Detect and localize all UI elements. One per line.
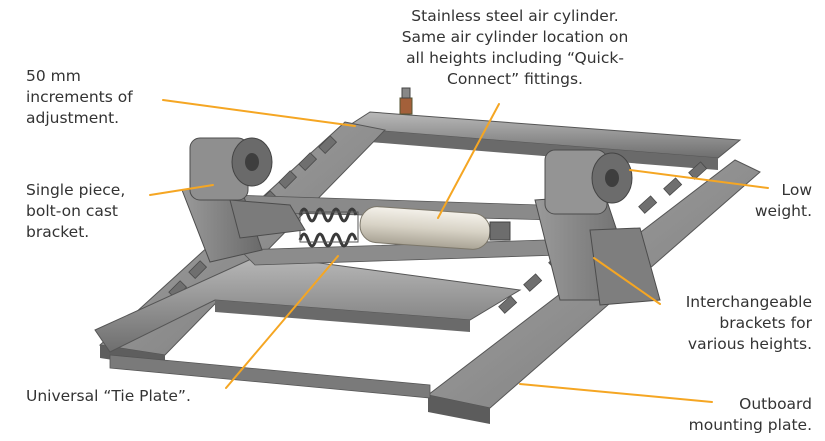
label-line: adjustment. [26, 109, 120, 127]
label-line: Stainless steel air cylinder. [411, 7, 619, 25]
leader-interchangeable [593, 257, 661, 305]
leader-low-weight [629, 169, 769, 189]
label-line: increments of [26, 88, 133, 106]
label-line: all heights including “Quick- [406, 49, 624, 67]
label-line: Outboard [739, 395, 812, 413]
label-line: bracket. [26, 223, 90, 241]
label-line: brackets for [719, 314, 812, 332]
leader-outboard [519, 383, 713, 403]
label-line: Same air cylinder location on [401, 28, 629, 46]
label-increments: 50 mm increments of adjustment. [26, 66, 133, 129]
label-line: Low [781, 181, 812, 199]
label-line: various heights. [687, 335, 812, 353]
leader-increments [162, 99, 356, 127]
leader-single-bracket [149, 184, 214, 196]
right-bracket [534, 149, 661, 306]
label-air-cylinder: Stainless steel air cylinder. Same air c… [395, 6, 635, 90]
quick-connect-fitting [399, 87, 413, 115]
label-line: Single piece, [26, 181, 126, 199]
air-cylinder [298, 206, 511, 250]
label-line: Connect” fittings. [447, 70, 583, 88]
label-outboard: Outboard mounting plate. [689, 394, 812, 436]
tie-plate [94, 254, 522, 399]
leader-lines [149, 99, 769, 403]
label-line: Universal “Tie Plate”. [26, 387, 191, 405]
label-tie-plate: Universal “Tie Plate”. [26, 386, 191, 407]
label-single-bracket: Single piece, bolt-on cast bracket. [26, 180, 125, 243]
label-low-weight: Low weight. [755, 180, 812, 222]
label-line: weight. [754, 202, 812, 220]
label-line: bolt-on cast [26, 202, 118, 220]
label-line: mounting plate. [688, 416, 812, 434]
leader-air-cylinder [437, 103, 500, 219]
back-cross-rail [343, 111, 742, 170]
label-line: 50 mm [26, 67, 81, 85]
left-bracket [181, 137, 306, 263]
leader-tie-plate [225, 255, 339, 389]
label-interchangeable: Interchangeable brackets for various hei… [686, 292, 812, 355]
label-line: Interchangeable [685, 293, 812, 311]
